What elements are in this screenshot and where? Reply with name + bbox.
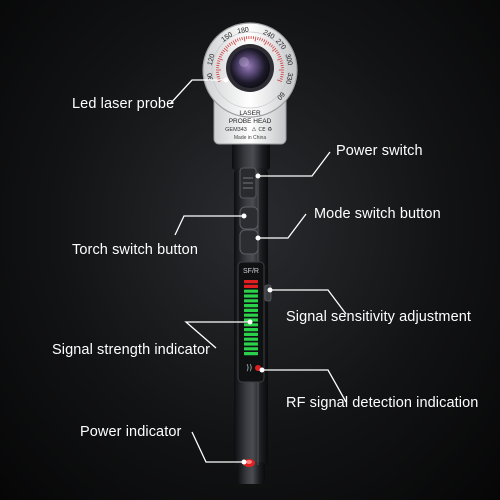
callout-power-switch: Power switch (336, 143, 423, 159)
callout-laser-probe: Led laser probe (72, 96, 175, 112)
dial-tick (225, 46, 228, 49)
laser-probe-head (202, 22, 298, 145)
plate-cert-marks: ⚠ CE ♻ (252, 127, 273, 133)
dial-number: 120 (207, 53, 217, 66)
dial-tick (241, 36, 243, 41)
dial-tick (217, 78, 221, 80)
rf-detection-led (255, 365, 261, 371)
callout-rf-detection: RF signal detection indication (286, 395, 479, 411)
dial-tick (272, 46, 275, 49)
dial-tick (234, 39, 237, 43)
dial-tick (239, 37, 241, 41)
plate-model: GEM343 (225, 127, 247, 133)
signal-segment (244, 352, 258, 356)
dial-tick (218, 55, 222, 58)
signal-strength-meter (244, 280, 258, 356)
dial-tick (261, 38, 264, 42)
signal-segment (244, 337, 258, 341)
dial-number: 180 (237, 26, 250, 35)
dial-tick (263, 39, 266, 43)
dial-tick (279, 60, 283, 62)
signal-segment (244, 294, 258, 298)
dial-tick (270, 44, 274, 48)
callout-lines (169, 79, 347, 463)
dial-tick (280, 76, 284, 78)
callout-strength: Signal strength indicator (52, 342, 211, 358)
dial-tick (257, 36, 259, 41)
callout-dots (223, 77, 273, 465)
callout-torch-switch: Torch switch button (72, 242, 199, 258)
plate-origin: Made in China (234, 135, 266, 141)
dial-number: 300 (283, 53, 293, 66)
dial-tick (278, 55, 282, 58)
dial-tick (222, 49, 226, 53)
plate-probe-head: PROBE HEAD (229, 118, 272, 125)
torch-switch-button[interactable] (239, 206, 259, 230)
dial-tick (243, 36, 246, 42)
dial-tick (268, 42, 272, 46)
dial-tick (216, 62, 220, 64)
signal-segment (244, 342, 258, 346)
dial-number: 240 (262, 29, 276, 41)
dial-number: 60 (275, 90, 285, 101)
signal-segment (244, 280, 258, 284)
signal-segment (244, 313, 258, 317)
signal-segment (244, 328, 258, 332)
panel-label: SF/R (243, 268, 259, 275)
dial-tick (277, 79, 283, 83)
dial-tick (254, 36, 257, 42)
signal-segment (244, 284, 258, 288)
dial-tick (274, 49, 278, 53)
dial-number: 330 (284, 72, 293, 85)
dial-tick (226, 44, 230, 48)
dial-tick (277, 53, 281, 56)
signal-segment (244, 299, 258, 303)
dial-tick (259, 37, 261, 41)
dial-number: 90 (207, 72, 215, 81)
dial-tick (228, 42, 232, 46)
dial-tick (276, 51, 280, 54)
dial-tick (267, 41, 270, 45)
plate-laser: LASER (239, 110, 261, 117)
signal-segment (244, 304, 258, 308)
dial-tick (217, 57, 223, 61)
dial-tick (271, 47, 277, 52)
laser-lens (230, 48, 270, 88)
signal-segment (244, 347, 258, 351)
dial-tick (230, 41, 233, 45)
mode-switch-button[interactable] (239, 229, 259, 255)
signal-segment (244, 323, 258, 327)
dial-tick (264, 40, 268, 46)
signal-segment (244, 289, 258, 293)
signal-segment (244, 308, 258, 312)
dial-tick (219, 53, 223, 56)
callout-mode-switch: Mode switch button (314, 206, 441, 222)
dial-tick (236, 38, 239, 42)
signal-segment (244, 332, 258, 336)
dial-tick (223, 47, 229, 52)
dial-tick (220, 51, 224, 54)
dial-tick (217, 60, 221, 62)
rf-wave-icon: )) (246, 363, 252, 372)
sensitivity-dial[interactable] (264, 284, 272, 302)
dial-tick (277, 57, 283, 61)
callout-sensitivity: Signal sensitivity adjustment (286, 309, 472, 325)
dial-tick (216, 76, 220, 78)
dial-tick (279, 78, 283, 80)
dial-tick (232, 40, 236, 46)
callout-power-indicator: Power indicator (80, 424, 182, 440)
dial-tick (280, 62, 284, 64)
